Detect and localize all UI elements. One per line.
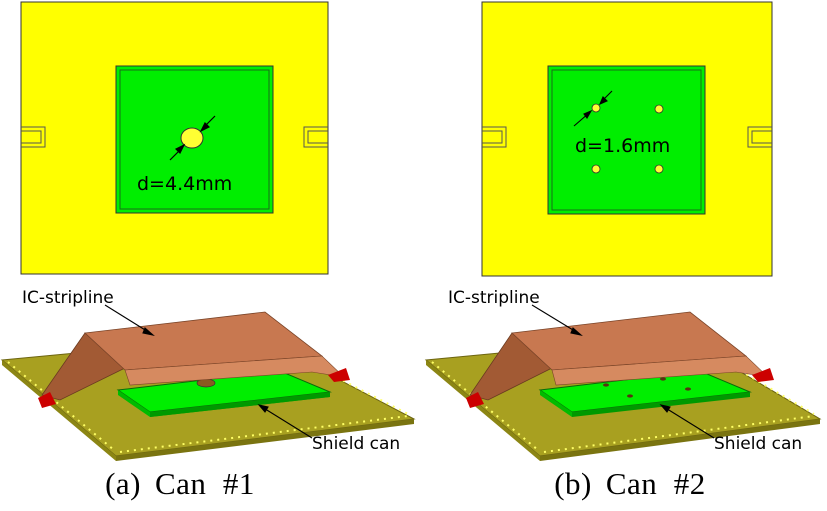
stripline-front-1 [124,355,345,386]
mount-slot-left-1 [21,126,46,148]
stripline-front-2 [551,355,769,386]
caption-can-2: (b) Can #2 [480,466,780,502]
aperture-hole-2b [654,104,664,114]
shield-can-iso-front-1 [118,390,150,417]
stripline-leader-2 [531,304,583,336]
via-row-left-1 [7,361,115,451]
port-right-1 [328,368,350,382]
iso-view-can-2: IC-stripline Shield can [424,288,822,461]
aperture-hole-iso-2c [627,394,633,398]
shield-can-rim-2 [551,69,702,211]
stripline-label-2: IC-stripline [448,288,540,308]
mount-slot-right-2 [747,126,772,148]
top-view-can-2: d=1.6mm [481,1,773,277]
dimension-arrows-2 [573,90,613,127]
aperture-hole-2a [591,103,601,113]
shield-can-iso-front2-1 [150,392,330,417]
port-left-1 [38,392,56,408]
can-label-1: Shield can [312,434,400,454]
shield-can-iso-front-2 [540,390,572,417]
shield-can-rim-1 [119,69,270,210]
can-label-2: Shield can [714,434,802,454]
can-leader-1 [257,404,313,439]
aperture-hole-2c [591,164,601,174]
top-view-can-1: d=4.4mm [20,1,329,275]
iso-view-can-1: IC-stripline Shield can [0,288,416,461]
shield-can-top-2 [547,65,706,215]
caption-title-1: Can #1 [154,466,255,501]
dimension-arrows-1 [169,115,216,161]
aperture-hole-2d [654,164,664,174]
dimension-label-2: d=1.6mm [575,135,670,157]
pcb-iso-edge-1 [116,419,414,461]
stripline-leader-1 [104,304,155,336]
pcb-iso-edge-left-1 [2,360,116,461]
pcb-iso-edge-2 [540,419,820,461]
can-leader-2 [659,404,715,439]
caption-label-1: (a) [105,466,141,501]
aperture-hole-1 [180,127,204,149]
aperture-hole-iso-2b [660,377,666,381]
aperture-hole-iso-2d [685,387,691,391]
mount-slot-right-1 [303,126,328,148]
pcb-iso-edge-left-2 [426,360,540,461]
stripline-label-1: IC-stripline [22,288,114,308]
caption-label-2: (b) [554,466,592,501]
mount-slot-left-2 [482,126,507,148]
caption-title-2: Can #2 [605,466,706,501]
port-left-2 [466,392,484,408]
aperture-hole-iso-2a [603,383,609,387]
dimension-label-1: d=4.4mm [137,173,232,195]
port-right-2 [752,368,774,382]
caption-can-1: (a) Can #1 [30,466,330,502]
via-row-left-2 [431,361,539,451]
